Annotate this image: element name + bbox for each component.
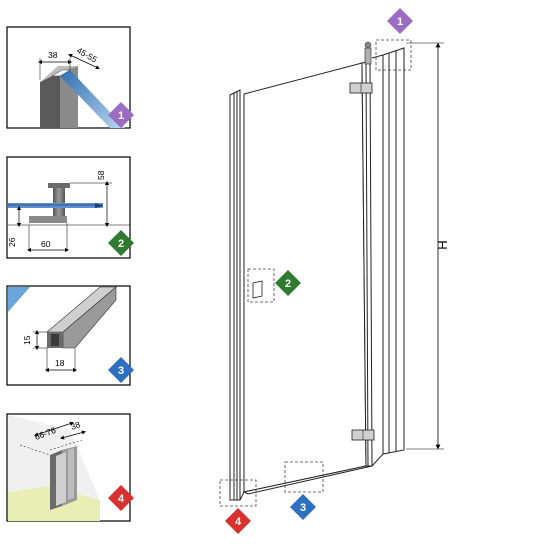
svg-text:2: 2 bbox=[285, 278, 291, 290]
svg-text:2: 2 bbox=[118, 238, 124, 250]
detail-3-badge: 3 bbox=[108, 357, 134, 383]
height-label: H bbox=[435, 240, 450, 249]
right-wall-profile bbox=[382, 47, 405, 455]
detail-1-panel: 38 45-55 bbox=[6, 26, 131, 129]
door-badge-4: 4 bbox=[225, 508, 251, 534]
callout-box-2 bbox=[247, 268, 275, 303]
detail-4-badge: 4 bbox=[108, 485, 134, 511]
detail-1-width-dim: 38 bbox=[48, 50, 58, 60]
detail-2-panel: 58 26 60 bbox=[6, 156, 131, 259]
top-stabiliser bbox=[364, 41, 372, 65]
lower-hinge bbox=[351, 429, 375, 441]
detail-3-height-dim: 15 bbox=[22, 335, 32, 345]
glass-strip bbox=[8, 203, 103, 208]
bottom-threshold bbox=[242, 465, 373, 495]
detail-1-badge: 1 bbox=[108, 102, 134, 128]
detail-4-panel: 66-76 38 bbox=[6, 413, 131, 522]
detail-2-height-dim: 58 bbox=[96, 170, 106, 180]
callout-box-3 bbox=[284, 461, 324, 493]
door-badge-3: 3 bbox=[290, 494, 316, 520]
wall-profile-front bbox=[40, 72, 60, 128]
callout-box-1 bbox=[375, 39, 412, 71]
knob-top bbox=[48, 183, 70, 188]
door-badge-2: 2 bbox=[275, 270, 301, 296]
callout-box-4 bbox=[219, 479, 257, 507]
detail-2-floor-dim: 26 bbox=[7, 237, 17, 247]
shower-door bbox=[229, 47, 405, 501]
detail-4-width-dim: 38 bbox=[69, 419, 82, 432]
glass-corner bbox=[8, 287, 30, 312]
upper-hinge bbox=[349, 82, 373, 94]
glass-edge bbox=[60, 70, 125, 128]
svg-text:4: 4 bbox=[118, 493, 125, 505]
svg-text:1: 1 bbox=[118, 110, 124, 122]
detail-3-width-dim: 18 bbox=[55, 358, 65, 368]
detail-2-badge: 2 bbox=[108, 230, 134, 256]
left-wall-profile bbox=[229, 89, 241, 501]
door-glass-panel bbox=[243, 62, 367, 493]
svg-text:3: 3 bbox=[118, 365, 124, 377]
height-dimension: H bbox=[406, 42, 450, 450]
door-knob bbox=[252, 280, 263, 299]
detail-2-width-dim: 60 bbox=[41, 239, 51, 249]
svg-text:4: 4 bbox=[235, 516, 242, 528]
knob-base bbox=[29, 216, 67, 223]
svg-text:3: 3 bbox=[300, 502, 306, 514]
door-badge-1: 1 bbox=[387, 8, 413, 34]
svg-text:1: 1 bbox=[397, 16, 403, 28]
